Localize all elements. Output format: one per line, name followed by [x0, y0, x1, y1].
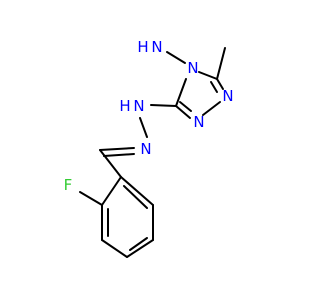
bond-c5-n1: [216, 78, 224, 90]
bonds: [79, 47, 226, 258]
bond-ring-c1-c2: [101, 176, 122, 206]
bond-ch-n-double-a: [99, 147, 135, 151]
hydrazone-n-label: N: [133, 97, 144, 115]
bond-n4-c5: [198, 71, 218, 80]
amino-n-label: N: [151, 38, 162, 56]
bond-ring-c4-c5: [126, 239, 154, 258]
amino-h-label: H: [137, 38, 148, 56]
hydrazone-h-label: H: [119, 97, 130, 115]
bond-n2-c3-double: [179, 101, 192, 112]
molecule-structure: F H N N N N H N N: [64, 38, 234, 258]
bond-n2-c3: [175, 105, 191, 119]
bond-c5-n1-double: [210, 81, 218, 93]
fluorine-label: F: [64, 176, 73, 194]
bond-ring-c6-c1: [120, 176, 154, 206]
bond-c-f: [79, 191, 103, 206]
bond-ring-double-inner-2: [129, 237, 148, 251]
bond-ring-ch: [99, 149, 122, 178]
structure-canvas: F H N N N N H N N: [64, 38, 234, 258]
bond-n1-n2: [202, 101, 221, 116]
triazole-n2-label: N: [193, 113, 204, 131]
bond-c3-n4: [175, 78, 187, 107]
bond-n-n-hydrazone: [139, 117, 148, 138]
bond-ch-n-double-b: [103, 153, 135, 157]
imine-n-label: N: [140, 140, 151, 158]
atom-labels: F H N N N N H N N: [64, 38, 234, 194]
bond-c5-methyl: [216, 47, 226, 80]
triazole-n4-label: N: [187, 59, 198, 77]
triazole-n1-label: N: [222, 87, 233, 105]
bond-n4-nh2: [166, 51, 186, 64]
bond-nh-c3: [150, 104, 177, 107]
bond-ring-c3-c4: [101, 239, 128, 258]
bond-ring-double-inner-3: [123, 185, 148, 209]
